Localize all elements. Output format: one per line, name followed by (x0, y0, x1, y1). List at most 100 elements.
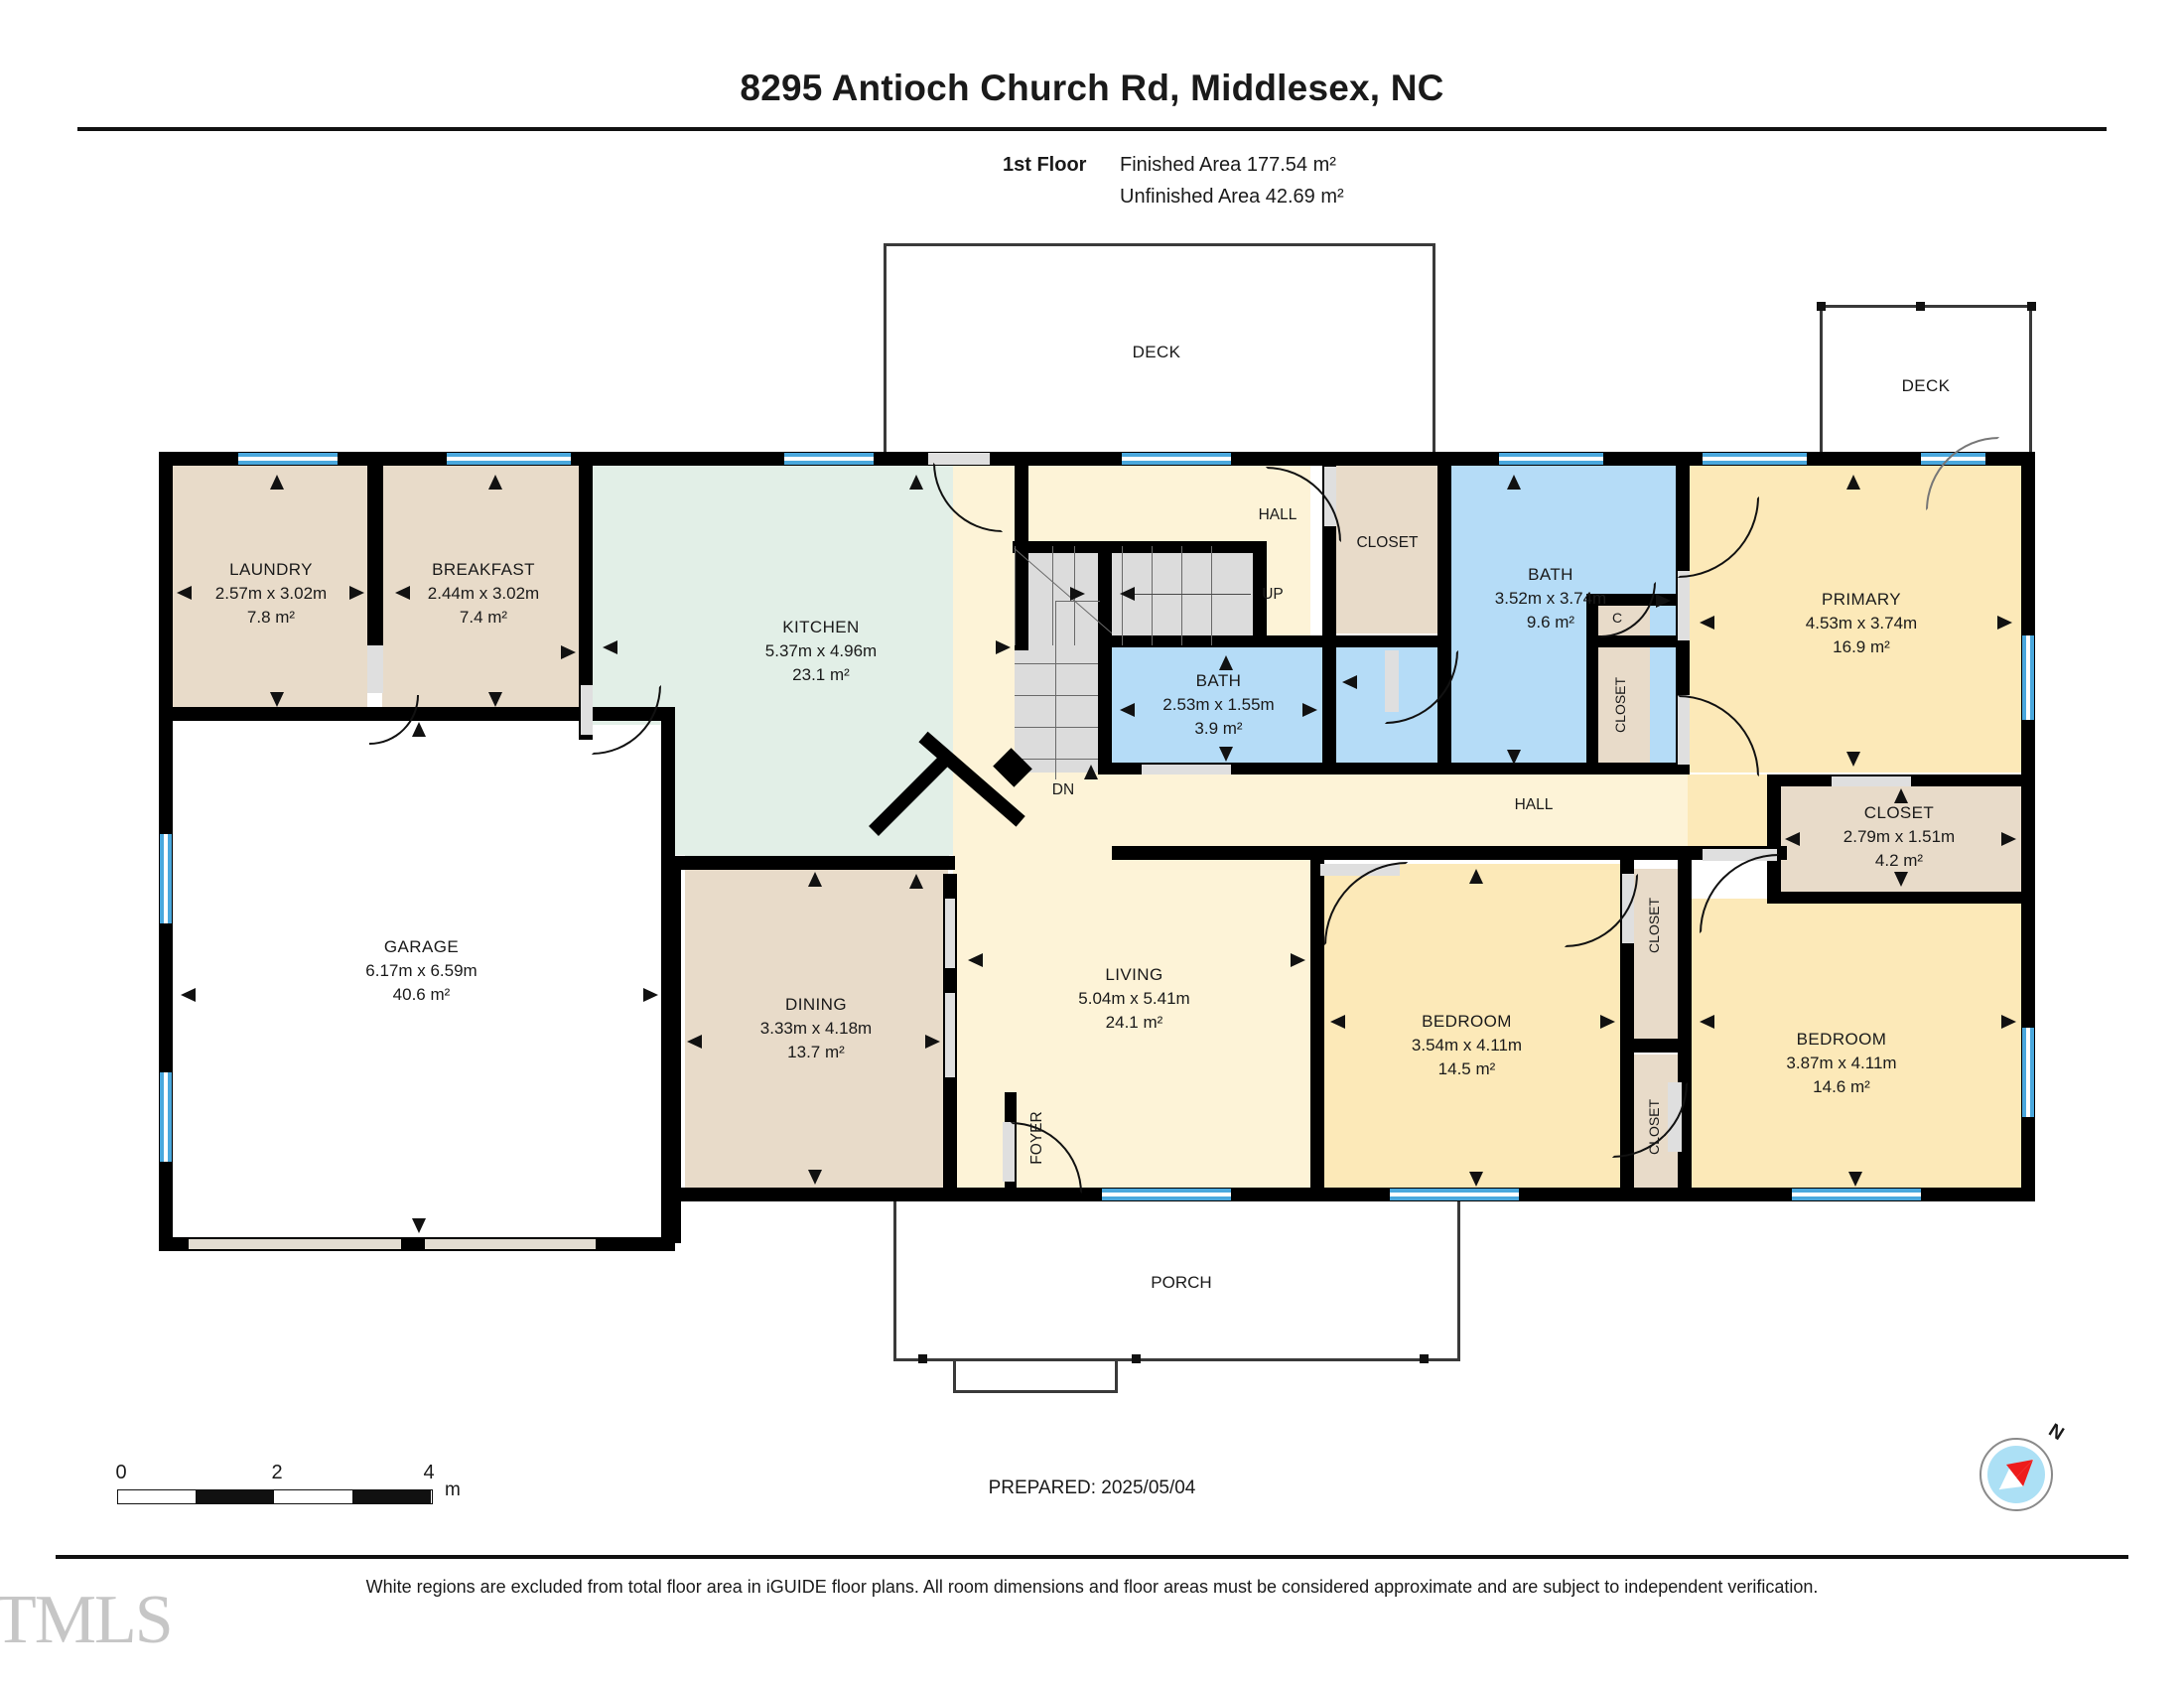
bedroom-right-fill (1688, 899, 2030, 1198)
wall-closet-upper-right (1437, 452, 1451, 774)
arrow-breakfast-lf (395, 586, 410, 600)
door-bath-center-bottom (1142, 765, 1231, 774)
room-label-closet-right: CLOSET 2.79m x 1.51m 4.2 m² (1843, 803, 1956, 871)
stair-tread-7 (1211, 546, 1212, 645)
window-laundry (238, 453, 338, 465)
porch-step-right (1115, 1358, 1118, 1392)
wall-bedroom-closet-divider (1620, 1039, 1692, 1053)
arrow-bath-center-dn (1219, 747, 1233, 762)
arrow-bedroom-right-dn (1848, 1172, 1862, 1187)
floor-label: 1st Floor (1003, 154, 1087, 176)
scale-tick-2: 2 (271, 1462, 283, 1483)
window-living-bottom (1102, 1189, 1231, 1200)
porch-outline-right (1457, 1201, 1460, 1360)
stair-dn-rail (1191, 594, 1251, 595)
arrow-bedroom-left-lf (1330, 1015, 1345, 1029)
stair-tread-6 (1181, 546, 1182, 645)
wall-bath-center-left (1098, 635, 1112, 774)
arrow-dining-lf (687, 1035, 702, 1049)
room-label-living: LIVING 5.04m x 5.41m 24.1 m² (1078, 965, 1190, 1033)
wall-laundry-breakfast (367, 452, 383, 645)
wall-bath-bottom-ext (1451, 763, 1690, 774)
door-breakfast-kitchen (581, 685, 593, 735)
arrow-bath-center-up (1219, 655, 1233, 670)
door-laundry-breakfast (367, 645, 383, 693)
arrow-kitchen-rt (996, 640, 1011, 654)
window-bath-primary (1499, 453, 1603, 465)
stair-rail-horiz (1055, 601, 1100, 602)
stair-rail-vert (1055, 601, 1056, 779)
closet-upper-label: CLOSET (1356, 534, 1419, 551)
deck-right-node-right (2027, 302, 2036, 311)
arrow-kitchen-lf (603, 640, 617, 654)
header-divider (77, 127, 2107, 131)
wall-bath-center-right (1322, 635, 1336, 774)
door-kitchen-deck (928, 453, 990, 465)
closet-upper-fill (1335, 465, 1439, 633)
door-dining-living (945, 993, 955, 1077)
arrow-primary-up (1846, 475, 1860, 490)
arrow-garage-up (412, 722, 426, 737)
laundry-fill (164, 465, 367, 713)
wall-stairs-top (1013, 541, 1267, 553)
porch-post-right (1420, 1354, 1429, 1363)
arrow-garage-dn (412, 1218, 426, 1233)
primary-hall-fill (1688, 774, 1772, 859)
window-kitchen-2 (1122, 453, 1231, 465)
arrow-laundry-rt (349, 586, 364, 600)
arrow-dining-rt (925, 1035, 940, 1049)
arrow-primary-lf (1700, 616, 1714, 630)
stair-tread-9 (1015, 695, 1098, 696)
arrow-bedroom-left-rt (1600, 1015, 1615, 1029)
stairs-up-label: UP (1262, 586, 1284, 603)
scale-seg-2 (196, 1490, 274, 1503)
deck-right-label: DECK (1901, 376, 1951, 395)
garage-fill (169, 725, 675, 1241)
bath-center-fill (1112, 645, 1325, 773)
arrow-bath-primary-up (1507, 475, 1521, 490)
room-label-kitchen: KITCHEN 5.37m x 4.96m 23.1 m² (764, 618, 878, 685)
compass-rose: N (1979, 1420, 2068, 1511)
window-right-bedroom (2022, 1028, 2034, 1117)
wall-stairs-right (1253, 541, 1267, 645)
porch-post-mid (1132, 1354, 1141, 1363)
wall-closet-c-bottom (1586, 635, 1686, 647)
arrow-kitchen-up (909, 475, 923, 490)
closet-bed-upper-label: CLOSET (1646, 897, 1663, 953)
arrow-kitchen-dn (909, 874, 923, 889)
door-swing-bedroom-right (1700, 854, 1779, 933)
arrow-garage-lf (181, 988, 196, 1002)
disclaimer-text: White regions are excluded from total fl… (365, 1577, 1819, 1597)
arrow-breakfast-rt (561, 645, 576, 659)
deck-right-node-left (1817, 302, 1826, 311)
wall-dining-bottom (667, 1188, 965, 1201)
room-label-laundry: LAUNDRY 2.57m x 3.02m 7.8 m² (214, 560, 328, 628)
arrow-closet-right-dn (1894, 872, 1908, 887)
garage-door-post-mid (401, 1237, 425, 1251)
finished-area: Finished Area 177.54 m² (1120, 154, 1336, 176)
closet-c-label: C (1611, 610, 1623, 626)
wall-dining-left (667, 856, 681, 1243)
arrow-bedroom-right-lf (1700, 1015, 1714, 1029)
wall-primary-bath-right-3 (1676, 640, 1690, 690)
arrow-garage-rt (643, 988, 658, 1002)
porch-step-left (953, 1358, 956, 1392)
arrow-closet-right-up (1894, 788, 1908, 803)
wall-bath-small-bottom (1322, 763, 1451, 774)
wall-bath-center-top (1098, 635, 1336, 647)
wall-breakfast-kitchen (579, 452, 593, 705)
dining-fill (685, 864, 948, 1196)
closet-bed-lower-label: CLOSET (1646, 1098, 1663, 1155)
floor-summary: 1st Floor Finished Area 177.54 m² Unfini… (1003, 154, 1344, 217)
stair-tread-1 (1015, 546, 1016, 645)
exterior-wall-left-upper (159, 452, 173, 715)
window-garage-left-2 (160, 1072, 172, 1162)
garage-door-band (189, 1239, 596, 1249)
wall-hall-lower (1112, 846, 1787, 860)
arrow-bath-primary-rt (1656, 594, 1671, 608)
stair-arrow-right (1070, 587, 1085, 601)
arrow-bath-small-lf (1342, 675, 1357, 689)
arrow-laundry-dn (270, 692, 284, 707)
closet-primary-fill (1593, 643, 1650, 773)
stair-tread-5 (1152, 546, 1153, 645)
